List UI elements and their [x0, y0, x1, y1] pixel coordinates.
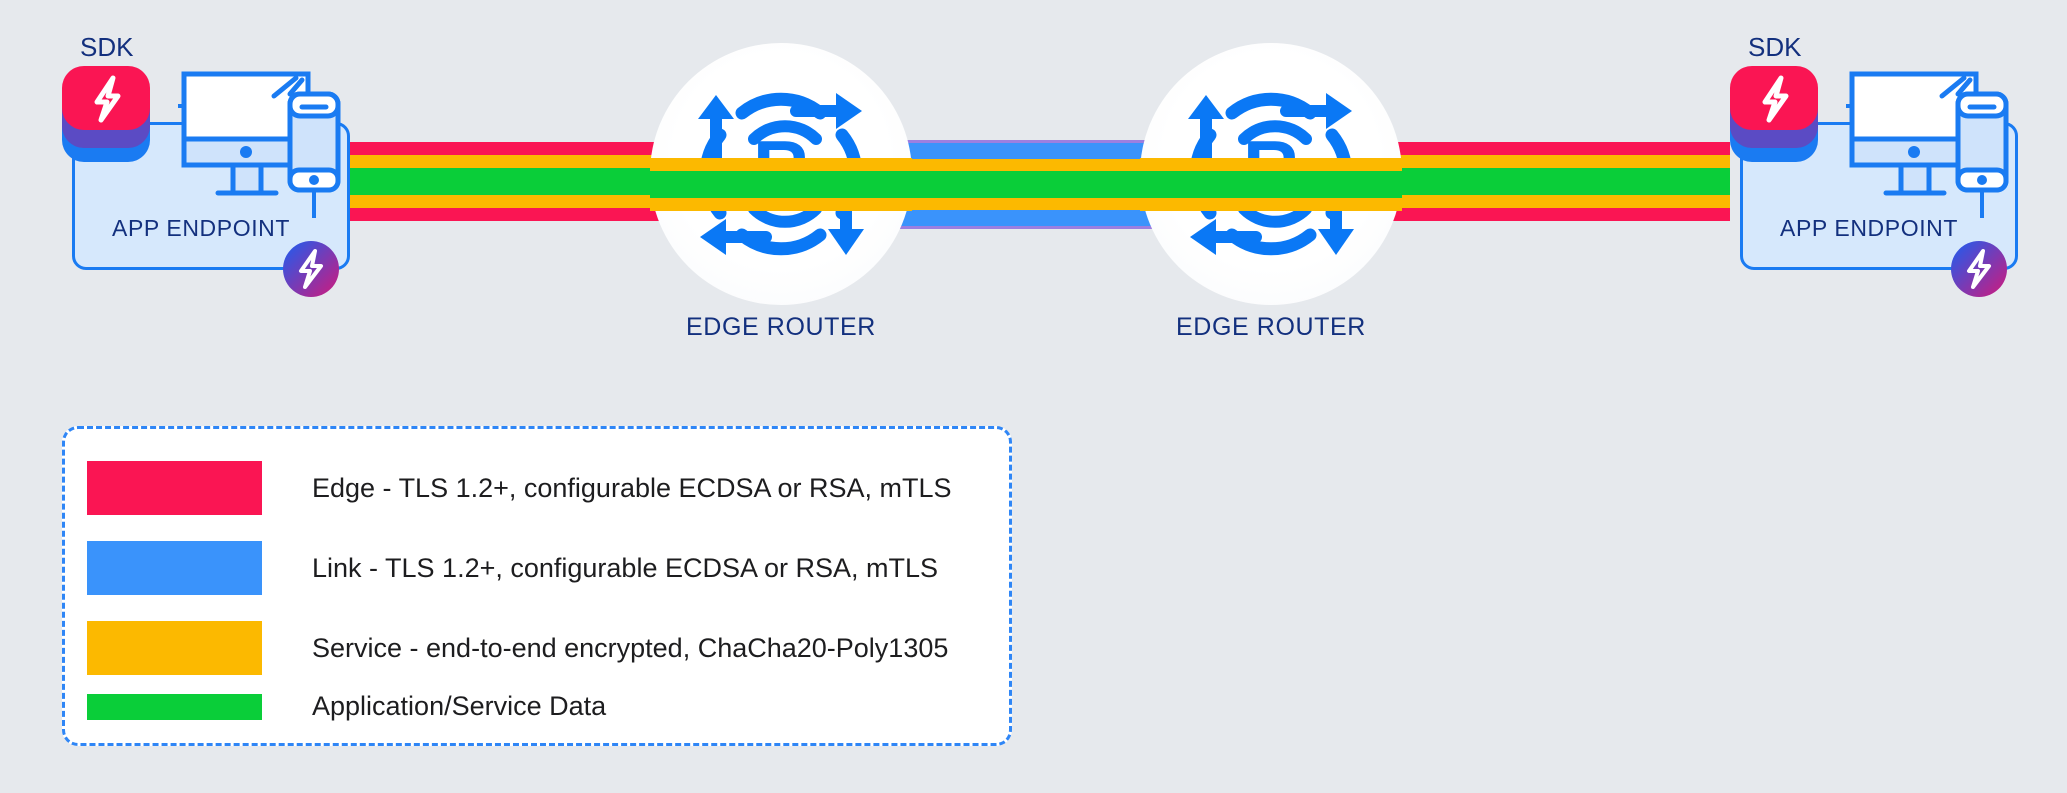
legend-label-link: Link - TLS 1.2+, configurable ECDSA or R…	[312, 552, 939, 583]
legend-label-data: Application/Service Data	[312, 691, 607, 721]
pipe-edge-band-left-bottom	[340, 208, 660, 221]
pipe-service-band-right-top	[1390, 155, 1730, 168]
pipe-data-overlay2-right	[1140, 171, 1402, 198]
legend-row-data: Application/Service Data	[87, 691, 606, 722]
data-swatch	[87, 693, 262, 720]
legend-row-service: Service - end-to-end encrypted, ChaCha20…	[87, 621, 948, 675]
pipe-edge-band-right-top	[1390, 142, 1730, 155]
pipe-data-band-right	[1390, 168, 1730, 195]
edge-router-right-label: EDGE ROUTER	[1176, 313, 1366, 341]
pipe-edge-band-left-top	[340, 142, 660, 155]
ziti-bolt-badge-icon-right	[1950, 240, 2008, 298]
pipe-data-overlay2-left	[650, 171, 912, 198]
pipe-service-overlay2-left-top	[650, 158, 912, 171]
sdk-stack-icon-left	[52, 62, 172, 172]
pipe-service-overlay2-left-bottom	[650, 198, 912, 211]
sdk-label-right: SDK	[1748, 32, 1802, 62]
legend-label-edge: Edge - TLS 1.2+, configurable ECDSA or R…	[312, 472, 952, 503]
service-swatch	[87, 621, 262, 675]
legend-label-service: Service - end-to-end encrypted, ChaCha20…	[312, 632, 949, 663]
pipe-service-overlay2-right-top	[1140, 158, 1402, 171]
pipe-link-edgeline-bottom	[770, 226, 1280, 229]
legend-row-link: Link - TLS 1.2+, configurable ECDSA or R…	[87, 541, 938, 595]
ziti-bolt-badge-icon-left	[282, 240, 340, 298]
legend-row-edge: Edge - TLS 1.2+, configurable ECDSA or R…	[87, 461, 952, 515]
pipe-service-band-left-top	[340, 155, 660, 168]
link-swatch	[87, 541, 262, 595]
monitor-phone-icon-right	[1838, 66, 2018, 218]
pipe-service-band-right-bottom	[1390, 195, 1730, 208]
monitor-phone-icon-left	[170, 66, 350, 218]
app-endpoint-left-label: APP ENDPOINT	[112, 215, 291, 241]
edge-swatch	[87, 461, 262, 515]
edge-router-left-label: EDGE ROUTER	[686, 313, 876, 341]
pipe-data-band-left	[340, 168, 660, 195]
app-endpoint-right-label: APP ENDPOINT	[1780, 215, 1959, 241]
pipe-service-band-left-bottom	[340, 195, 660, 208]
legend-panel: Edge - TLS 1.2+, configurable ECDSA or R…	[62, 426, 1012, 746]
pipe-edge-band-right-bottom	[1390, 208, 1730, 221]
pipe-service-overlay2-right-bottom	[1140, 198, 1402, 211]
sdk-stack-icon-right	[1720, 62, 1840, 172]
pipe-link-edgeline-top	[770, 140, 1280, 143]
sdk-label-left: SDK	[80, 32, 134, 62]
